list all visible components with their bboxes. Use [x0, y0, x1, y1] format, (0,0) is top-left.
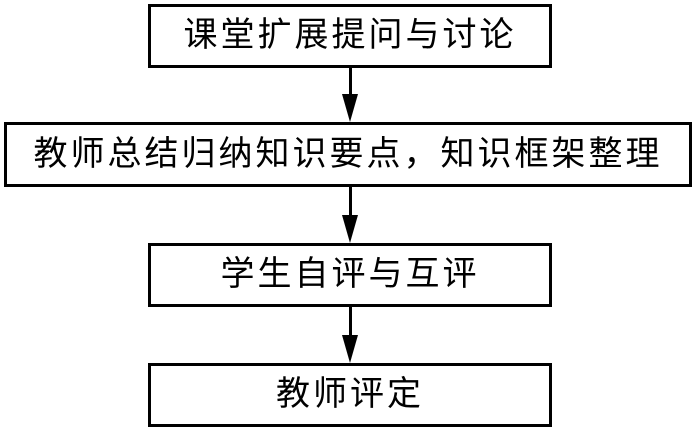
flow-node-teacher-assessment: 教师评定 [148, 363, 552, 427]
flow-arrow-1 [341, 68, 359, 122]
arrowhead-down-icon [342, 94, 358, 122]
flow-node-label: 课堂扩展提问与讨论 [183, 15, 517, 56]
arrow-stem [348, 187, 352, 219]
flow-node-student-evaluation: 学生自评与互评 [148, 243, 552, 307]
arrow-stem [348, 307, 352, 339]
flow-node-classroom-discussion: 课堂扩展提问与讨论 [148, 4, 552, 68]
flow-node-teacher-summary: 教师总结归纳知识要点，知识框架整理 [4, 122, 692, 187]
flow-node-label: 学生自评与互评 [220, 254, 480, 295]
flow-node-label: 教师评定 [276, 374, 424, 415]
arrowhead-down-icon [342, 335, 358, 363]
arrowhead-down-icon [342, 215, 358, 243]
flow-arrow-2 [341, 187, 359, 243]
arrow-stem [348, 68, 352, 98]
flow-arrow-3 [341, 307, 359, 363]
flow-node-label: 教师总结归纳知识要点，知识框架整理 [33, 133, 663, 174]
